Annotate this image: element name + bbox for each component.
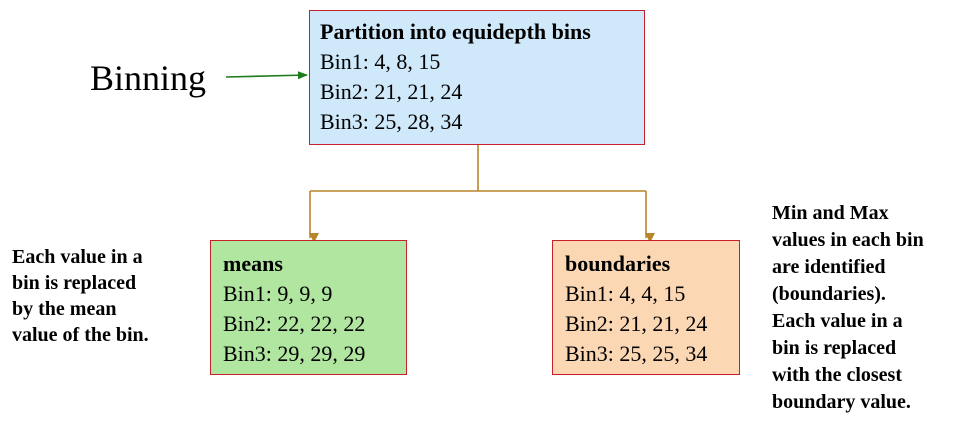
binning-label: Binning <box>90 58 207 98</box>
means-title: means <box>223 251 283 276</box>
equidepth-bin1: Bin1: 4, 8, 15 <box>320 49 441 74</box>
boundaries-explanation-line: bin is replaced <box>772 337 897 359</box>
means-explanation: Each value in a bin is replaced by the m… <box>12 244 149 348</box>
boundaries-box: boundaries Bin1: 4, 4, 15 Bin2: 21, 21, … <box>552 240 740 375</box>
means-bin1: Bin1: 9, 9, 9 <box>223 281 333 306</box>
equidepth-bins-title: Partition into equidepth bins <box>320 19 591 44</box>
boundaries-explanation-line: with the closest <box>772 364 902 386</box>
boundaries-title: boundaries <box>565 251 671 276</box>
means-bin3: Bin3: 29, 29, 29 <box>223 341 366 366</box>
means-box: means Bin1: 9, 9, 9 Bin2: 22, 22, 22 Bin… <box>210 240 407 375</box>
boundaries-explanation-line: Each value in a <box>772 310 903 332</box>
boundaries-bin3: Bin3: 25, 25, 34 <box>565 341 708 366</box>
binning-arrow <box>225 71 308 80</box>
boundaries-bin2: Bin2: 21, 21, 24 <box>565 311 708 336</box>
equidepth-bin3: Bin3: 25, 28, 34 <box>320 109 463 134</box>
boundaries-explanation-line: Min and Max <box>772 202 889 224</box>
boundaries-explanation: Min and Max values in each bin are ident… <box>772 200 924 416</box>
boundaries-explanation-line: (boundaries). <box>772 283 886 305</box>
means-explanation-line: Each value in a <box>12 246 143 268</box>
boundaries-bin1: Bin1: 4, 4, 15 <box>565 281 686 306</box>
means-explanation-line: by the mean <box>12 298 117 320</box>
boundaries-explanation-line: values in each bin <box>772 229 924 251</box>
equidepth-bin2: Bin2: 21, 21, 24 <box>320 79 463 104</box>
means-bin2: Bin2: 22, 22, 22 <box>223 311 366 336</box>
equidepth-bins-box: Partition into equidepth bins Bin1: 4, 8… <box>309 10 645 145</box>
means-explanation-line: value of the bin. <box>12 324 149 346</box>
means-explanation-line: bin is replaced <box>12 272 137 294</box>
boundaries-explanation-line: boundary value. <box>772 391 911 413</box>
boundaries-explanation-line: are identified <box>772 256 886 278</box>
